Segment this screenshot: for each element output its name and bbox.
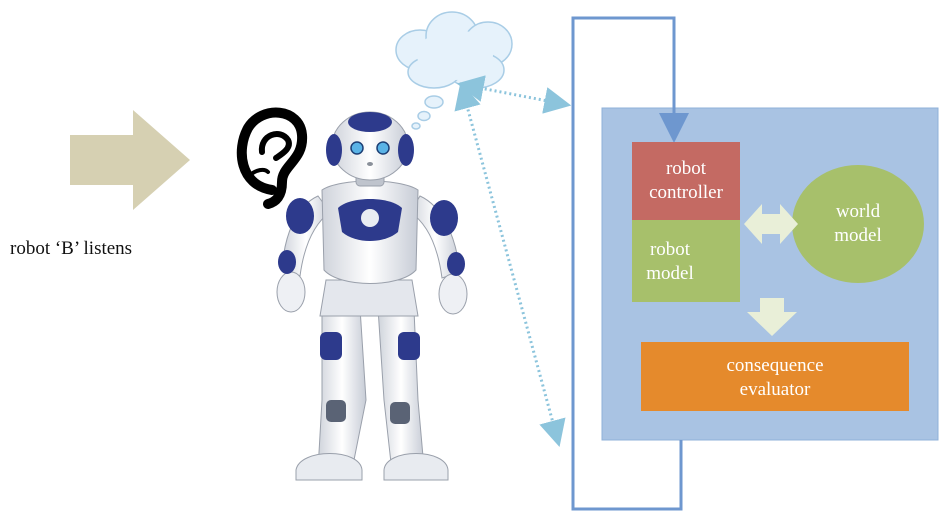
robot-model-label: robot model <box>646 239 694 284</box>
cloud-to-loop-link <box>454 81 566 448</box>
robot-controller-label: robot controller <box>649 158 723 203</box>
robot-nao-icon <box>276 111 468 481</box>
thought-cloud-icon <box>395 11 513 130</box>
right-arrow-icon <box>70 110 190 210</box>
consequence-evaluator-box <box>641 342 909 411</box>
ear-icon <box>236 107 308 209</box>
robot-model-box <box>632 220 740 302</box>
world-model-ellipse <box>792 165 924 283</box>
down-arrow-icon <box>747 298 797 336</box>
robot-controller-box <box>632 142 740 220</box>
feedback-loop-line <box>571 16 689 511</box>
cloud-to-panel-link <box>456 75 572 114</box>
world-model-label: world model <box>834 201 882 246</box>
robot-listens-caption: robot ‘B’ listens <box>10 238 133 259</box>
bidirectional-arrow-icon <box>744 204 798 244</box>
consequence-evaluator-label: consequence evaluator <box>726 355 824 400</box>
